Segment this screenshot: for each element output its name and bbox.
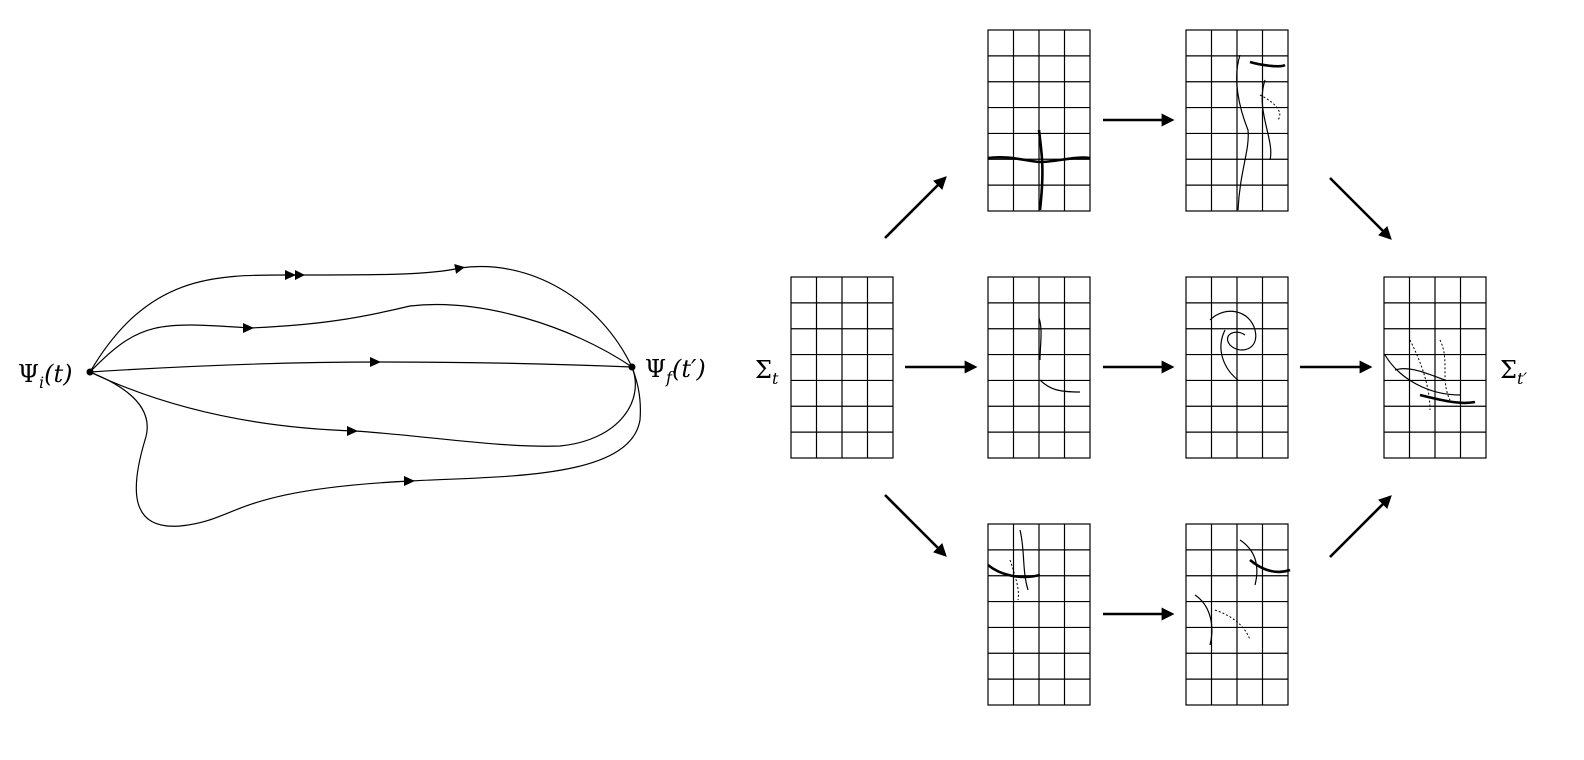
path-4 <box>89 366 636 447</box>
final-state-label: Ψf(t′) <box>645 355 706 387</box>
foliation-diagram: Σt Σt′ <box>755 29 1527 706</box>
path-3-arrow <box>370 357 381 367</box>
path-3 <box>89 361 633 373</box>
grid-bot2-distortion <box>1194 539 1291 646</box>
grid-start <box>790 276 894 459</box>
grid-mid1-distortion <box>1038 317 1081 393</box>
grid-top1-distortion <box>987 129 1091 211</box>
grid-top-1 <box>987 29 1091 212</box>
grid-bot1-distortion <box>987 529 1041 601</box>
end-surface-label: Σt′ <box>1500 356 1527 388</box>
path-1-arrow <box>285 270 296 280</box>
path-2-arrow <box>243 323 254 333</box>
start-surface-label: Σt <box>755 356 779 388</box>
initial-state-label: Ψi(t) <box>18 360 73 392</box>
arrow-top2-to-end <box>1329 177 1392 240</box>
grid-mid-2 <box>1185 276 1289 459</box>
final-point <box>628 363 636 371</box>
grid-mid3-distortion <box>1384 339 1476 411</box>
arrow-start-to-bottom <box>884 494 947 557</box>
path-1 <box>89 264 633 373</box>
path-4-arrow <box>347 426 358 436</box>
initial-point <box>86 368 94 376</box>
grid-mid2-distortion <box>1209 310 1257 381</box>
grid-mid-1 <box>987 276 1091 459</box>
path-integral-diagram: Ψi(t) Ψf(t′) <box>18 264 706 527</box>
path-5-arrow <box>404 476 415 486</box>
grid-top-2 <box>1185 29 1289 212</box>
path-5 <box>89 366 641 527</box>
path-2 <box>89 304 633 373</box>
arrow-bot2-to-end <box>1329 495 1392 558</box>
grid-bottom-2 <box>1185 523 1289 706</box>
grid-end <box>1383 276 1487 459</box>
grid-top2-distortion <box>1236 54 1286 211</box>
arrow-start-to-top <box>884 176 947 239</box>
grid-bottom-1 <box>987 523 1091 706</box>
